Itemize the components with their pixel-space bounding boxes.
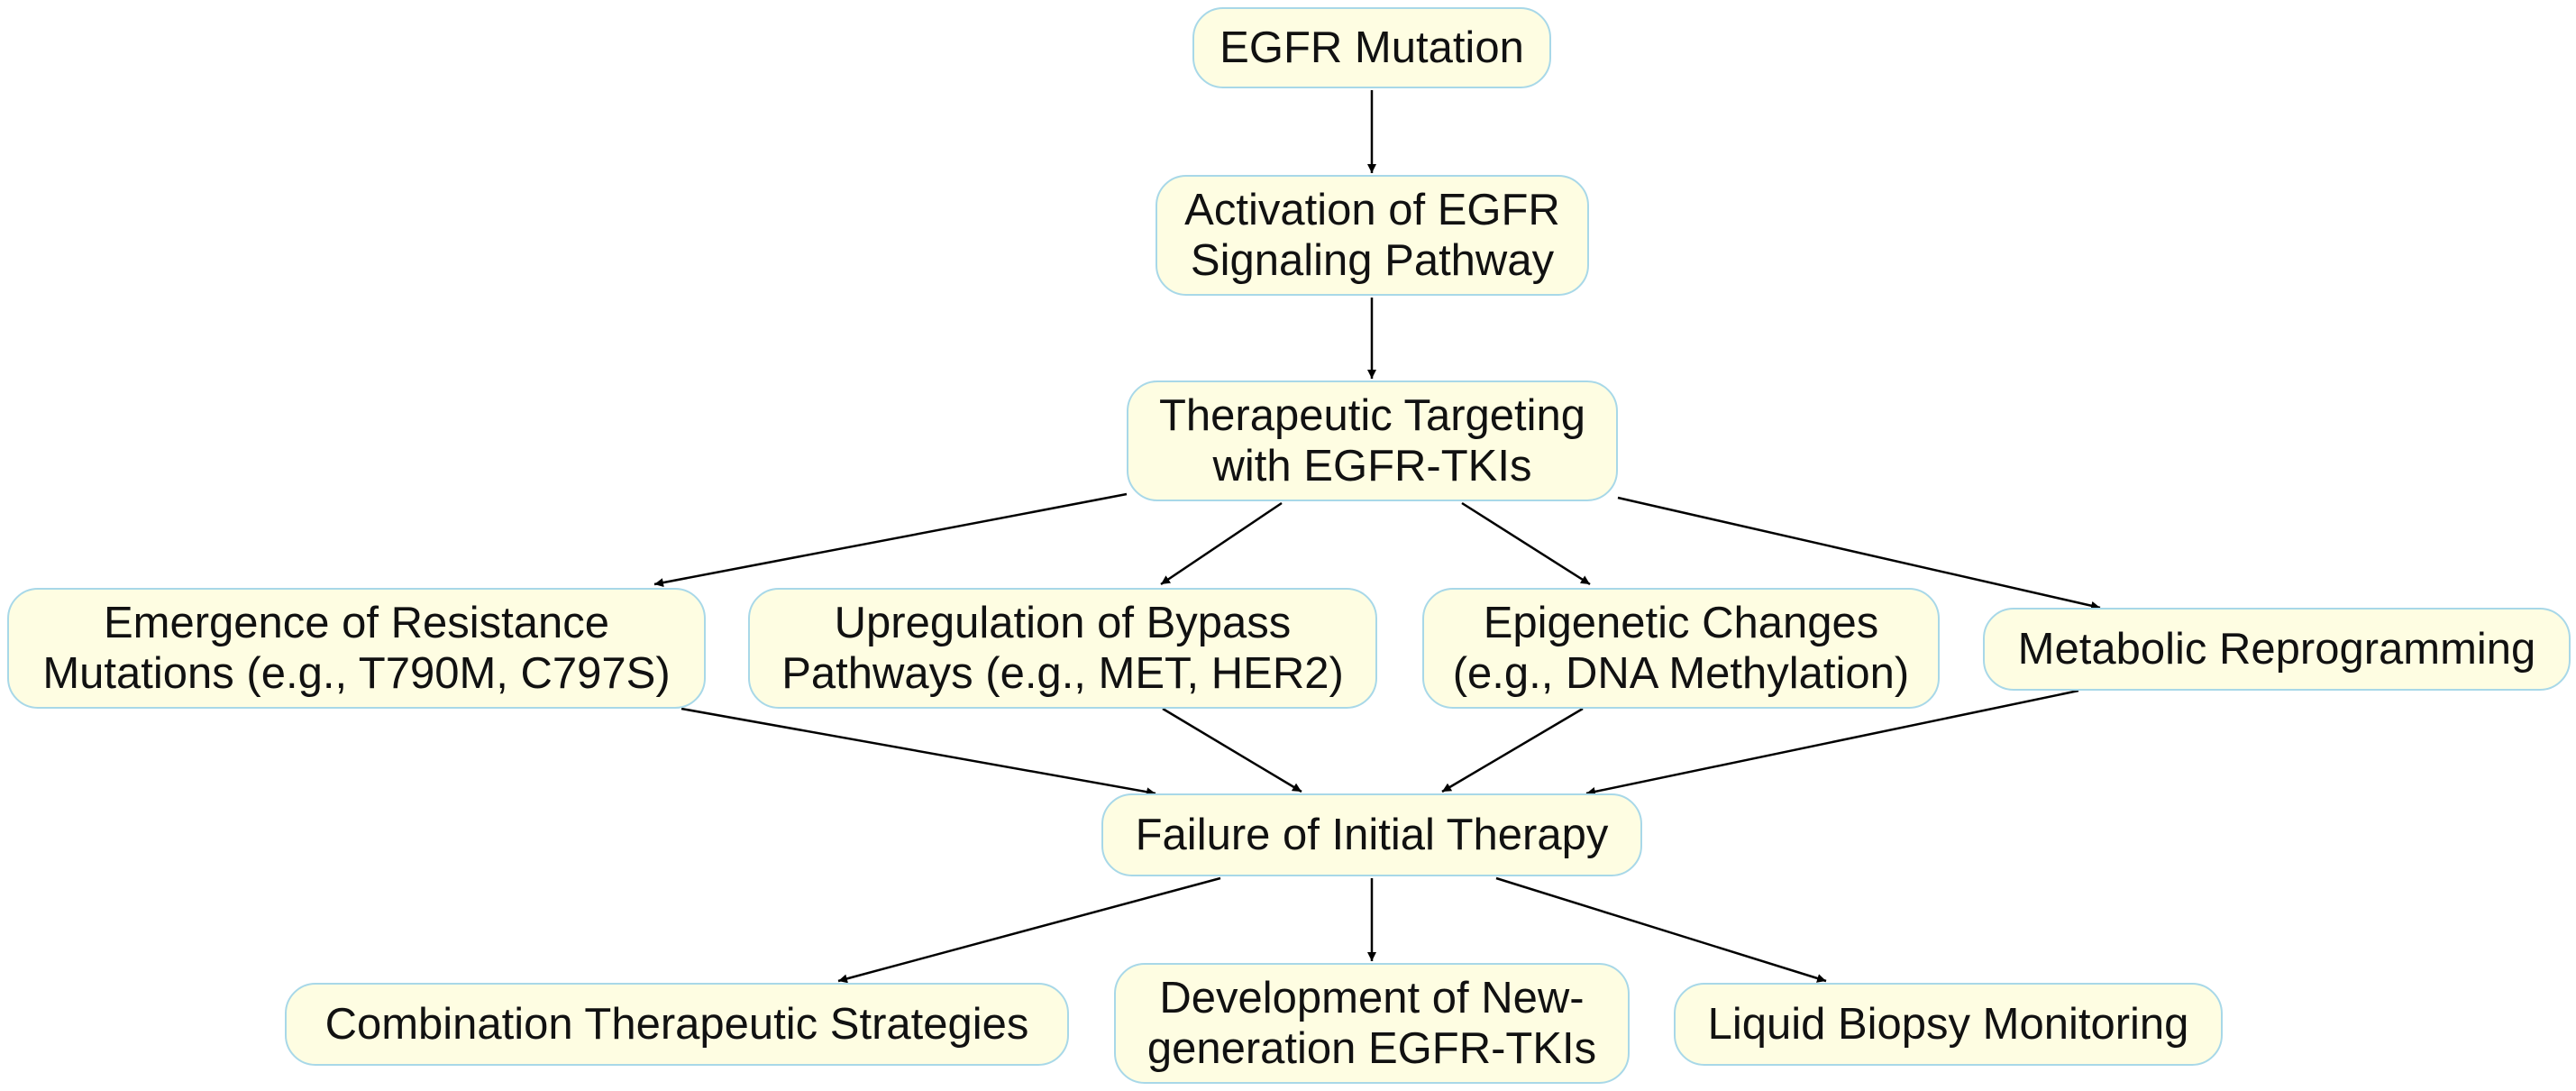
edge-bypass-to-failure — [1162, 707, 1302, 793]
node-metabolic-reprogramming: Metabolic Reprogramming — [1983, 608, 2571, 691]
edge-targeting-to-metabolic — [1617, 496, 2101, 610]
node-therapeutic-targeting: Therapeutic Targeting with EGFR-TKIs — [1127, 380, 1618, 501]
node-egfr-mutation: EGFR Mutation — [1192, 7, 1551, 88]
edge-failure-to-biopsy — [1495, 876, 1827, 983]
edge-metabolic-to-failure — [1585, 689, 2079, 796]
edge-targeting-to-bypass — [1160, 501, 1283, 586]
edge-failure-to-combination — [837, 876, 1221, 984]
node-upregulation-of-bypass: Upregulation of Bypass Pathways (e.g., M… — [748, 588, 1377, 709]
edge-resistance-to-failure — [681, 707, 1156, 797]
edge-targeting-to-epigenetic — [1461, 501, 1591, 586]
node-emergence-of-resistance: Emergence of Resistance Mutations (e.g.,… — [7, 588, 706, 709]
node-new-generation-egfr-tkis: Development of New- generation EGFR-TKIs — [1114, 963, 1630, 1084]
node-combination-therapeutic-strategies: Combination Therapeutic Strategies — [285, 983, 1069, 1066]
node-activation-of-egfr-signaling: Activation of EGFR Signaling Pathway — [1156, 175, 1589, 296]
edge-targeting-to-resistance — [653, 492, 1128, 588]
node-epigenetic-changes: Epigenetic Changes (e.g., DNA Methylatio… — [1422, 588, 1940, 709]
edge-epigenetic-to-failure — [1441, 707, 1584, 793]
node-liquid-biopsy-monitoring: Liquid Biopsy Monitoring — [1674, 983, 2223, 1066]
node-failure-of-initial-therapy: Failure of Initial Therapy — [1101, 793, 1642, 876]
